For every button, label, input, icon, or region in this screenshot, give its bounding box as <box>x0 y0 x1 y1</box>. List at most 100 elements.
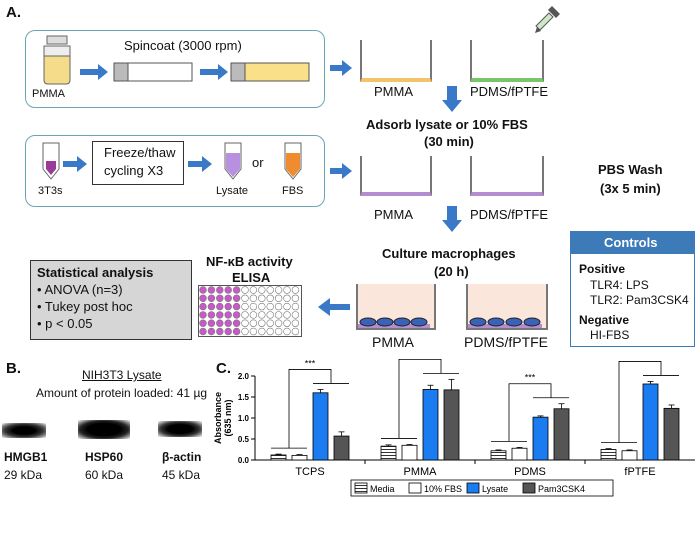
plate-well <box>258 302 266 311</box>
plate-well <box>216 286 224 294</box>
well-pdms-2 <box>470 156 544 196</box>
bar-10fbs <box>511 447 528 461</box>
plate-well <box>266 302 274 311</box>
plate-well <box>249 311 258 319</box>
freeze-label-1: Freeze/thaw <box>104 145 176 160</box>
plate-well <box>224 311 232 319</box>
category-label: PMMA <box>404 466 438 478</box>
elisa-plate-icon <box>198 285 302 337</box>
culture-time: (20 h) <box>434 264 469 279</box>
bar-pam3csk4 <box>333 435 350 461</box>
arrow-icon <box>188 156 212 172</box>
plate-well <box>232 294 241 302</box>
pbs-wash-label: PBS Wash <box>598 162 663 177</box>
dropper-icon <box>535 6 560 33</box>
legend-label: Lysate <box>482 484 508 494</box>
plate-well <box>216 311 224 319</box>
plate-well <box>207 311 216 319</box>
nfkb-label: NF-κB activity <box>206 254 293 269</box>
stats-item: • ANOVA (n=3) <box>37 282 123 297</box>
plate-well <box>258 319 266 327</box>
arrow-icon <box>63 156 87 172</box>
panel-a-label: A. <box>6 4 21 21</box>
band-name: β-actin <box>162 450 202 464</box>
category-label: TCPS <box>295 466 324 478</box>
band-size: 45 kDa <box>162 468 201 482</box>
plate-well <box>291 286 300 294</box>
bar-lysate <box>532 416 549 461</box>
hifbs-label: HI-FBS <box>590 328 630 342</box>
plate-well <box>274 302 283 311</box>
arrow-icon <box>330 60 352 76</box>
fbs-label: FBS <box>282 185 304 197</box>
plate-well <box>283 327 291 336</box>
significance-bracket <box>508 383 552 442</box>
adsorb-time: (30 min) <box>424 134 474 149</box>
plate-well <box>232 319 241 327</box>
plate-well <box>224 294 232 302</box>
negative-label: Negative <box>579 313 630 327</box>
plate-well <box>199 319 207 327</box>
bar-lysate <box>422 389 439 461</box>
plate-well <box>258 311 266 319</box>
plate-well <box>207 286 216 294</box>
pmma-bottle-label: PMMA <box>32 88 65 100</box>
slide-blank-icon <box>113 62 193 82</box>
arrow-icon <box>200 64 228 80</box>
plate-well <box>241 302 249 311</box>
freeze-label-2: cycling X3 <box>104 163 164 178</box>
positive-label: Positive <box>579 262 626 276</box>
category-label: fPTFE <box>624 466 655 478</box>
bar-10fbs <box>621 450 638 461</box>
bar-media <box>600 449 617 461</box>
plate-well <box>274 286 283 294</box>
legend-label: Media <box>370 484 395 494</box>
significance-stars: *** <box>525 373 536 383</box>
plate-well <box>274 294 283 302</box>
plate-well <box>266 311 274 319</box>
legend-label: Pam3CSK4 <box>538 484 585 494</box>
plate-well <box>241 311 249 319</box>
panel-b-label: B. <box>6 360 21 377</box>
pmma-bottle-icon <box>43 35 71 85</box>
culture-label: Culture macrophages <box>382 246 516 261</box>
plate-well <box>232 311 241 319</box>
left-arrow-icon <box>318 298 350 316</box>
plate-well <box>232 286 241 294</box>
controls-header <box>571 232 694 254</box>
bar-media <box>490 450 507 461</box>
slide-coated-icon <box>230 62 310 82</box>
significance-stars: *** <box>635 358 646 360</box>
plate-well <box>199 294 207 302</box>
plate-well <box>291 319 300 327</box>
tlr2-label: TLR2: Pam3CSK4 <box>590 293 689 307</box>
well-pmma-1 <box>360 40 432 82</box>
y-tick-label: 1.0 <box>238 414 250 423</box>
blot-band-hsp60 <box>78 420 130 439</box>
plate-well <box>207 302 216 311</box>
panel-c-label: C. <box>216 360 231 377</box>
legend-swatch <box>522 482 536 494</box>
well-pdms-1 <box>470 40 544 82</box>
plate-well <box>291 327 300 336</box>
y-axis-label: Absorbance <box>213 392 223 444</box>
plate-well <box>216 327 224 336</box>
plate-well <box>283 286 291 294</box>
plate-well <box>207 294 216 302</box>
blot-band-actin <box>158 421 202 437</box>
bar-pam3csk4 <box>443 389 460 461</box>
significance-bracket <box>398 358 442 439</box>
band-name: HSP60 <box>85 450 124 464</box>
plate-well <box>249 302 258 311</box>
bar-10fbs <box>291 454 308 461</box>
band-name: HMGB1 <box>4 450 48 464</box>
plate-well <box>291 311 300 319</box>
bar-lysate <box>312 392 329 461</box>
plate-well <box>199 302 207 311</box>
plate-well <box>283 302 291 311</box>
bar-pam3csk4 <box>663 407 680 461</box>
spincoat-label: Spincoat (3000 rpm) <box>124 38 242 53</box>
lysate-label: Lysate <box>216 185 249 197</box>
plate-well <box>249 319 258 327</box>
arrow-icon <box>80 64 108 80</box>
